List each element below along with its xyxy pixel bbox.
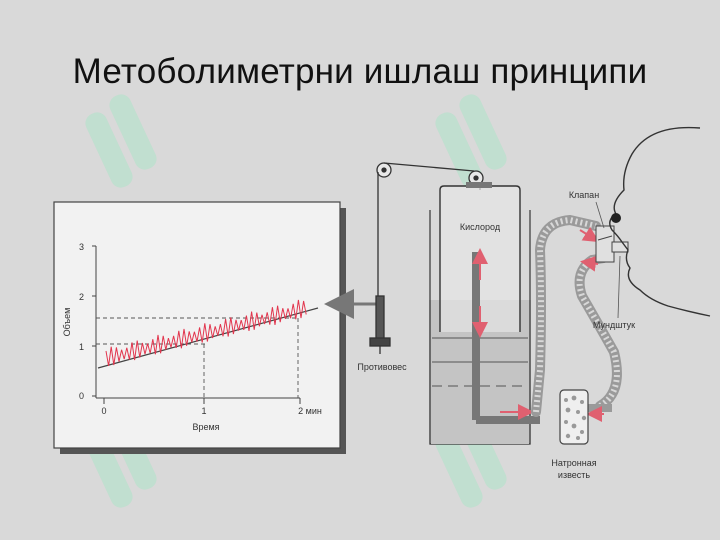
bell-top-mount	[466, 182, 492, 188]
soda-lime-canister	[559, 389, 589, 445]
right-pulley-axle	[473, 175, 479, 181]
left-pulley-axle	[381, 167, 387, 173]
soda-lime-label-1: Натронная	[551, 458, 596, 468]
valve-leader-line	[595, 201, 605, 229]
counterweight-label: Противовес	[357, 362, 407, 372]
pulley-system	[369, 162, 484, 354]
hose-arrow-in	[579, 226, 600, 243]
slide-title: Метоболиметрни ишлаш принципи	[72, 52, 648, 91]
y-tick-2: 2	[79, 292, 84, 302]
expiratory-hose	[574, 253, 622, 411]
hose-arrow-out	[580, 255, 599, 272]
x-axis-label: Время	[192, 422, 219, 432]
lime-granules	[564, 395, 587, 440]
y-tick-3: 3	[79, 242, 84, 252]
nose-clip	[611, 213, 621, 223]
valve-body	[595, 225, 615, 263]
inspiratory-hose-ribs	[533, 216, 597, 413]
volume-time-graph: 3 2 1 0 0 1 2 мин Время Объем	[53, 201, 346, 454]
mouthpiece-label: Мундштук	[593, 320, 635, 330]
inspiratory-hose	[531, 214, 601, 417]
x-axis-ticks	[103, 398, 301, 404]
y-tick-1: 1	[79, 342, 84, 352]
breathing-trace	[105, 299, 307, 366]
face-profile	[609, 126, 711, 317]
y-tick-0: 0	[79, 391, 84, 401]
pulley-cord-top	[383, 162, 475, 172]
x-tick-1: 1	[201, 406, 206, 416]
y-axis-label: Объем	[62, 308, 72, 337]
valve-label: Клапан	[569, 190, 599, 200]
counterweight-rod	[375, 295, 385, 343]
mouthpiece	[611, 241, 629, 253]
expiratory-hose-ribs	[576, 255, 620, 409]
x-tick-2: 2 мин	[298, 406, 322, 416]
graph-frame	[53, 201, 341, 449]
valve-flap	[597, 235, 613, 241]
spirometer	[429, 182, 540, 445]
soda-lime-label-2: известь	[558, 470, 590, 480]
x-tick-0: 0	[101, 406, 106, 416]
mouthpiece-leader-line	[617, 255, 621, 319]
breathing-hoses	[531, 214, 622, 422]
oxygen-label: Кислород	[460, 222, 501, 232]
valve-assembly	[595, 225, 629, 263]
y-axis-ticks	[92, 245, 96, 397]
counterweight-block	[369, 337, 391, 347]
